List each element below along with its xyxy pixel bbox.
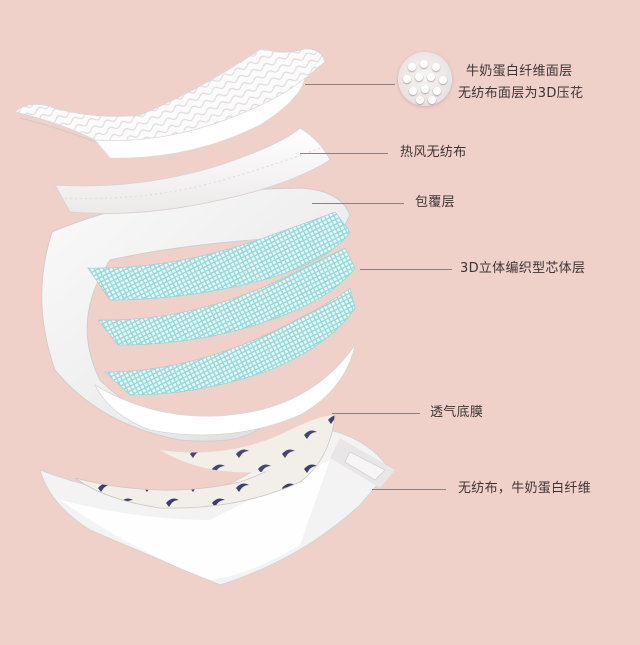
leader-line-breathable-film — [332, 413, 420, 414]
label-wrap-layer: 包覆层 — [415, 195, 455, 210]
label-top-sheet-line1: 牛奶蛋白纤维面层 — [466, 64, 573, 79]
top-sheet-layer-shape — [14, 47, 326, 159]
leader-line-hot-air-nonwoven — [300, 153, 388, 154]
label-outer-nonwoven: 无纺布，牛奶蛋白纤维 — [458, 481, 592, 496]
embossed-dots-icon — [398, 52, 452, 106]
leader-line-3d-core — [360, 269, 452, 270]
leader-line-outer-nonwoven — [372, 489, 446, 490]
breathable-film-layer-shape — [74, 413, 336, 509]
label-hot-air-nonwoven: 热风无纺布 — [400, 145, 467, 160]
label-breathable-film: 透气底膜 — [430, 405, 484, 420]
label-3d-core: 3D立体编织型芯体层 — [460, 261, 586, 276]
hot-air-nonwoven-layer-shape — [54, 127, 331, 214]
core-layer-shapes — [87, 211, 356, 396]
wrap-layer-shape — [41, 187, 356, 442]
leader-line-top-sheet — [305, 84, 395, 85]
label-top-sheet-line2: 无纺布面层为3D压花 — [458, 86, 584, 101]
leader-line-wrap-layer — [312, 203, 404, 204]
